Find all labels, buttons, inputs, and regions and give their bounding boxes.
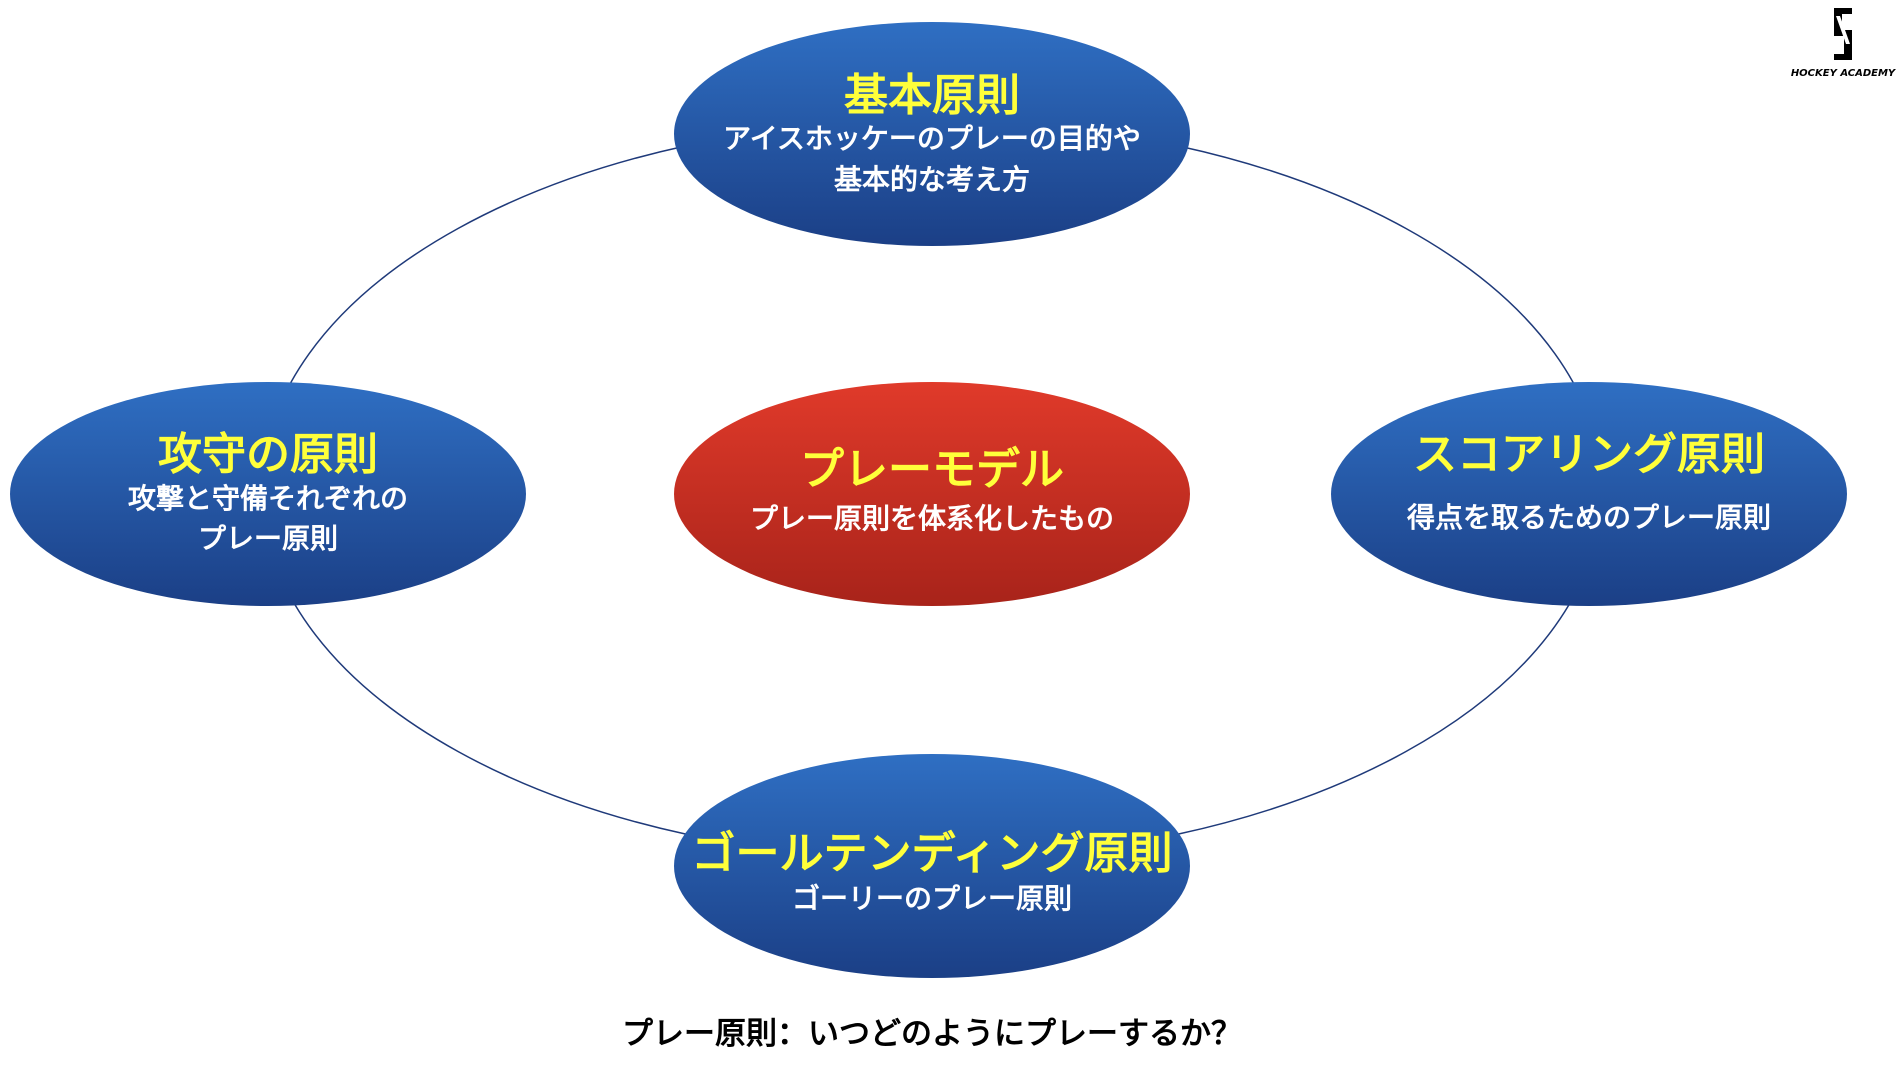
caption: プレー原則：いつどのようにプレーするか？ — [622, 1016, 1242, 1052]
node-goaltending-principles: ゴールテンディング原則 ゴーリーのプレー原則 — [674, 754, 1190, 978]
hockey-academy-logo: HOCKEY ACADEMY — [1791, 8, 1897, 79]
node-play-model-shape — [674, 382, 1190, 606]
node-attack-defense-principles-desc-line1: 攻撃と守備それぞれの — [128, 482, 408, 515]
node-play-model: プレーモデル プレー原則を体系化したもの — [674, 382, 1190, 606]
node-attack-defense-principles: 攻守の原則 攻撃と守備それぞれの プレー原則 — [10, 382, 526, 606]
node-goaltending-principles-desc: ゴーリーのプレー原則 — [792, 882, 1072, 915]
node-basic-principles-shape — [674, 22, 1190, 246]
node-scoring-principles-shape — [1331, 382, 1847, 606]
node-scoring-principles-desc: 得点を取るためのプレー原則 — [1406, 501, 1771, 534]
node-play-model-desc: プレー原則を体系化したもの — [750, 502, 1114, 535]
node-goaltending-principles-shape — [674, 754, 1190, 978]
node-play-model-title: プレーモデル — [800, 444, 1064, 495]
node-scoring-principles: スコアリング原則 得点を取るためのプレー原則 — [1331, 382, 1847, 606]
node-attack-defense-principles-desc-line2: プレー原則 — [198, 522, 338, 555]
node-scoring-principles-title: スコアリング原則 — [1413, 429, 1765, 480]
logo-mark-slash-icon — [1836, 16, 1850, 44]
node-basic-principles-desc-line2: 基本的な考え方 — [834, 163, 1030, 196]
node-basic-principles-desc-line1: アイスホッケーのプレーの目的や — [723, 122, 1141, 155]
node-goaltending-principles-title: ゴールテンディング原則 — [692, 828, 1173, 879]
node-attack-defense-principles-shape — [10, 382, 526, 606]
node-basic-principles-title: 基本原則 — [844, 70, 1020, 121]
node-basic-principles: 基本原則 アイスホッケーのプレーの目的や 基本的な考え方 — [674, 22, 1190, 246]
node-attack-defense-principles-title: 攻守の原則 — [158, 429, 378, 480]
logo-text: HOCKEY ACADEMY — [1791, 68, 1897, 79]
